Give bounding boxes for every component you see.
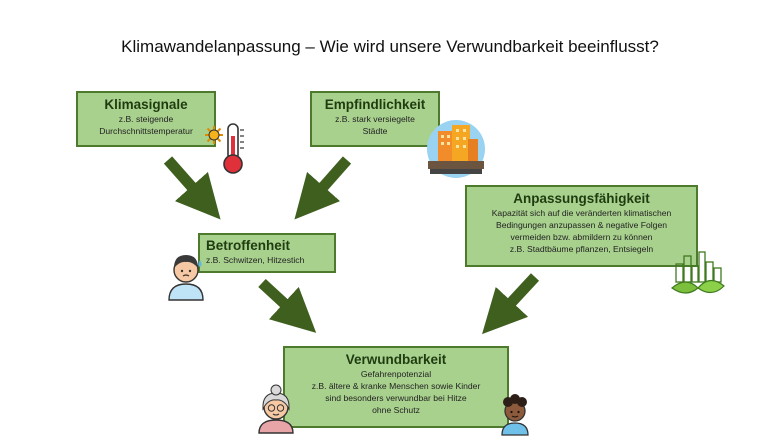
- empfindlichkeit-line: Städte: [362, 126, 388, 136]
- arrow-anpassung-verwundbarkeit: [482, 273, 540, 335]
- anpassungsfaehigkeit-line: Kapazität sich auf die veränderten klima…: [491, 208, 672, 218]
- arrow-empfindlichkeit-betroffenheit: [294, 156, 352, 220]
- klimasignale-heading: Klimasignale: [104, 97, 188, 112]
- betroffenheit-heading: Betroffenheit: [206, 238, 290, 253]
- verwundbarkeit-line: sind besonders verwundbar bei Hitze: [325, 393, 467, 403]
- city-buildings-icon: [427, 120, 485, 178]
- verwundbarkeit-line: z.B. ältere & kranke Menschen sowie Kind…: [311, 381, 481, 391]
- klimasignale-line: Durchschnittstemperatur: [99, 126, 193, 136]
- anpassungsfaehigkeit-box: Anpassungsfähigkeit Kapazität sich auf d…: [465, 185, 698, 267]
- klimasignale-box: Klimasignale z.B. steigende Durchschnitt…: [76, 91, 216, 147]
- anpassungsfaehigkeit-line: Bedingungen anzupassen & negative Folgen: [495, 220, 668, 230]
- arrow-betroffenheit-verwundbarkeit: [258, 278, 317, 333]
- page-title: Klimawandelanpassung – Wie wird unsere V…: [121, 37, 659, 56]
- anpassungsfaehigkeit-line: z.B. Stadtbäume pflanzen, Entsiegeln: [509, 244, 654, 254]
- anpassungsfaehigkeit-heading: Anpassungsfähigkeit: [513, 191, 650, 206]
- verwundbarkeit-box: Verwundbarkeit Gefahrenpotenzial z.B. äl…: [283, 346, 509, 428]
- verwundbarkeit-heading: Verwundbarkeit: [345, 352, 447, 367]
- anpassungsfaehigkeit-line: vermeiden bzw. abmildern zu können: [510, 232, 653, 242]
- child-icon: [501, 394, 529, 436]
- verwundbarkeit-line: Gefahrenpotenzial: [360, 369, 432, 379]
- sun-icon: [205, 126, 223, 144]
- betroffenheit-line: z.B. Schwitzen, Hitzestich: [206, 255, 305, 265]
- betroffenheit-box: Betroffenheit z.B. Schwitzen, Hitzestich: [198, 233, 336, 273]
- empfindlichkeit-box: Empfindlichkeit z.B. stark versiegelte S…: [310, 91, 440, 147]
- arrow-klimasignale-betroffenheit: [163, 156, 221, 220]
- elderly-woman-icon: [258, 384, 294, 434]
- klimasignale-line: z.B. steigende: [118, 114, 174, 124]
- sweating-person-icon: [168, 255, 204, 301]
- green-city-leaf-icon: [671, 251, 725, 294]
- empfindlichkeit-heading: Empfindlichkeit: [324, 97, 426, 112]
- thermometer-icon: [223, 123, 244, 174]
- verwundbarkeit-line: ohne Schutz: [372, 405, 420, 415]
- empfindlichkeit-line: z.B. stark versiegelte: [335, 114, 415, 124]
